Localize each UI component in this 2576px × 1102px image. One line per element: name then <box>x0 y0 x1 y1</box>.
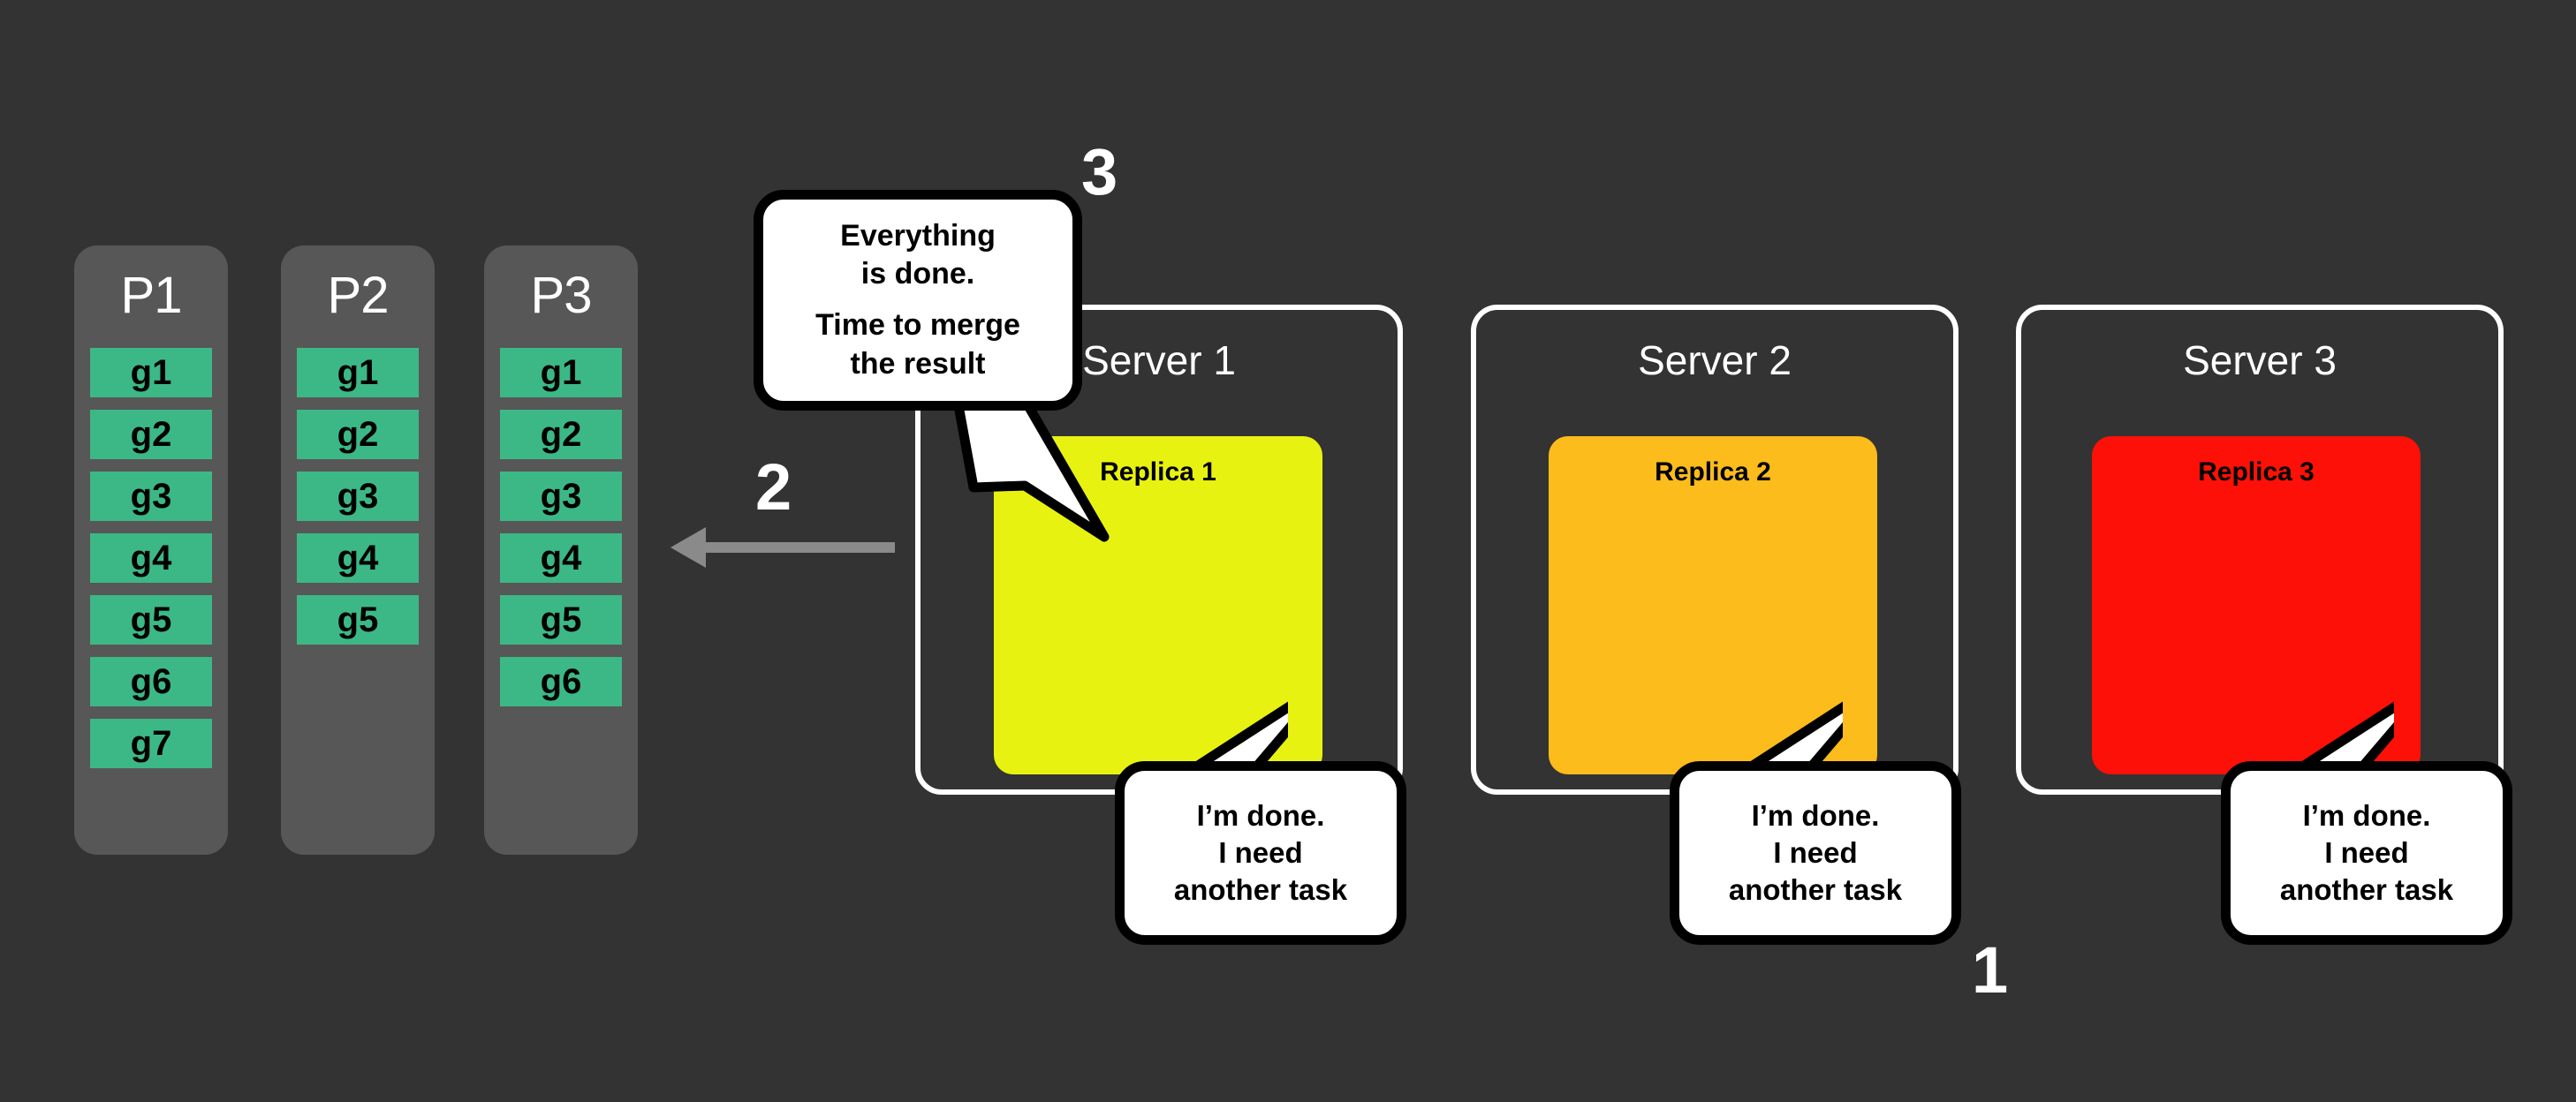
server-title: Server 1 <box>1082 337 1236 383</box>
replica-box-3: Replica 3 <box>2092 436 2421 774</box>
bubble-line: another task <box>1173 873 1348 907</box>
chunk-tile: g3 <box>90 472 212 521</box>
chunk-tile: g1 <box>297 348 419 397</box>
chunk-stack: g1 g2 g3 g4 g5 g6 <box>500 348 622 719</box>
replica-label: Replica 2 <box>1655 457 1771 487</box>
bubble-line: I need <box>1218 835 1303 869</box>
bubble-line: I’m done. <box>1751 798 1880 832</box>
chunk-tile: g4 <box>500 533 622 583</box>
chunk-tile: g7 <box>90 719 212 768</box>
chunk-stack: g1 g2 g3 g4 g5 <box>297 348 419 657</box>
done-speech-bubble-3: I’m done. I need another task <box>2221 761 2512 945</box>
replica-box-2: Replica 2 <box>1549 436 1877 774</box>
bubble-line: the result <box>850 346 986 381</box>
bubble-line: is done. <box>860 257 975 291</box>
bubble-line: another task <box>1728 873 1903 907</box>
server-title: Server 2 <box>1638 337 1792 383</box>
partition-column-p1: P1 g1 g2 g3 g4 g5 g6 g7 <box>74 245 228 855</box>
bubble-line: I need <box>2324 835 2409 869</box>
step-number-3: 3 <box>1081 135 1118 208</box>
bubble-line: I’m done. <box>1196 798 1325 832</box>
bubble-line: Time to merge <box>815 308 1020 343</box>
chunk-tile: g2 <box>90 410 212 459</box>
chunk-tile: g3 <box>297 472 419 521</box>
replica-label: Replica 1 <box>1100 457 1216 487</box>
bubble-line: Everything <box>840 218 996 253</box>
partition-title: P1 <box>120 267 183 324</box>
chunk-tile: g2 <box>297 410 419 459</box>
step-number-2: 2 <box>755 450 792 524</box>
chunk-tile: g5 <box>297 595 419 645</box>
chunk-tile: g1 <box>500 348 622 397</box>
bubble-line: another task <box>2279 873 2454 907</box>
chunk-tile: g4 <box>297 533 419 583</box>
partition-title: P2 <box>327 267 390 324</box>
replica-box-1: Replica 1 <box>994 436 1322 774</box>
bubble-line: I’m done. <box>2302 798 2431 832</box>
done-speech-bubble-2: I’m done. I need another task <box>1670 761 1961 945</box>
step-number-1: 1 <box>1972 933 2009 1007</box>
partition-column-p3: P3 g1 g2 g3 g4 g5 g6 <box>484 245 638 855</box>
chunk-tile: g6 <box>90 657 212 706</box>
partition-column-p2: P2 g1 g2 g3 g4 g5 <box>281 245 435 855</box>
chunk-stack: g1 g2 g3 g4 g5 g6 g7 <box>90 348 212 781</box>
chunk-tile: g1 <box>90 348 212 397</box>
chunk-tile: g5 <box>500 595 622 645</box>
chunk-tile: g5 <box>90 595 212 645</box>
done-speech-bubble-1: I’m done. I need another task <box>1115 761 1406 945</box>
merge-arrow-icon <box>671 527 895 568</box>
server-title: Server 3 <box>2183 337 2337 383</box>
chunk-tile: g2 <box>500 410 622 459</box>
replica-label: Replica 3 <box>2198 457 2315 487</box>
merge-speech-bubble: Everything is done. Time to merge the re… <box>754 190 1082 411</box>
partition-title: P3 <box>530 267 593 324</box>
chunk-tile: g4 <box>90 533 212 583</box>
bubble-line: I need <box>1773 835 1858 869</box>
chunk-tile: g3 <box>500 472 622 521</box>
chunk-tile: g6 <box>500 657 622 706</box>
